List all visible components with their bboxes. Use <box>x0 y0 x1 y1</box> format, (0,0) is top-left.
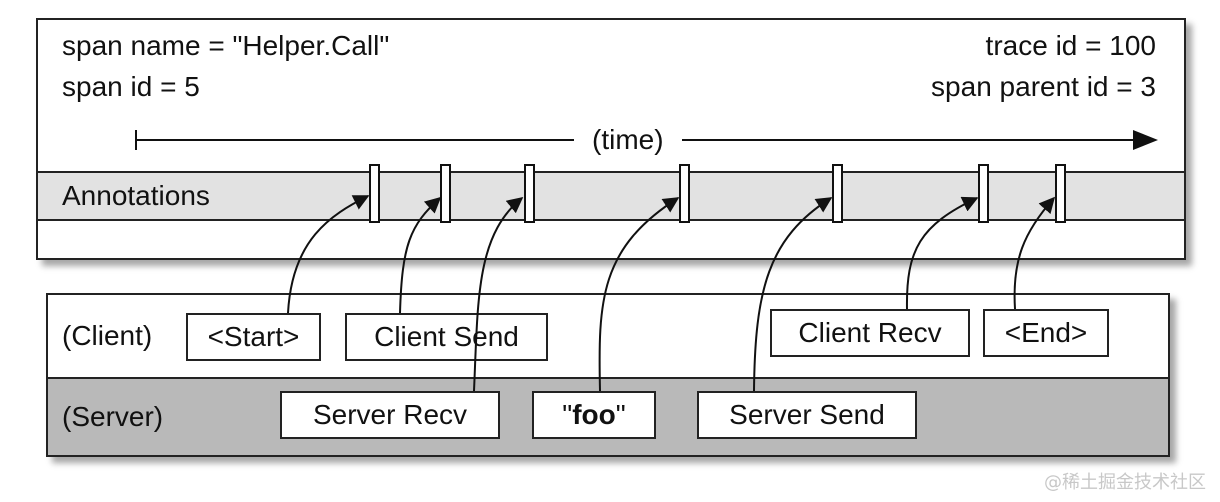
server-recv-event-box: Server Recv <box>280 391 500 439</box>
foo-text: foo <box>572 399 616 430</box>
span-id-text: span id = 5 <box>62 71 200 102</box>
trace-id-text: trace id = 100 <box>985 30 1156 61</box>
annotations-band: Annotations <box>38 171 1184 221</box>
annotations-label: Annotations <box>62 180 210 211</box>
span-name-text: span name = "Helper.Call" <box>62 30 390 61</box>
server-send-event-box: Server Send <box>697 391 917 439</box>
foo-quote-close: " <box>615 399 626 430</box>
span-parent-id-text: span parent id = 3 <box>931 71 1156 102</box>
watermark-text: @稀土掘金技术社区 <box>1044 472 1206 493</box>
server-lane-label: (Server) <box>62 401 164 432</box>
foo-quote-open: " <box>562 399 573 430</box>
time-axis-label: (time) <box>586 124 670 156</box>
foo-event-box: "foo" <box>532 391 656 439</box>
start-event-box: <Start> <box>186 313 321 361</box>
span-panel: span name = "Helper.Call" span id = 5 tr… <box>36 18 1186 260</box>
client-lane-label: (Client) <box>62 320 153 351</box>
client-send-event-box: Client Send <box>345 313 548 361</box>
client-recv-event-box: Client Recv <box>770 309 970 357</box>
end-event-box: <End> <box>983 309 1109 357</box>
